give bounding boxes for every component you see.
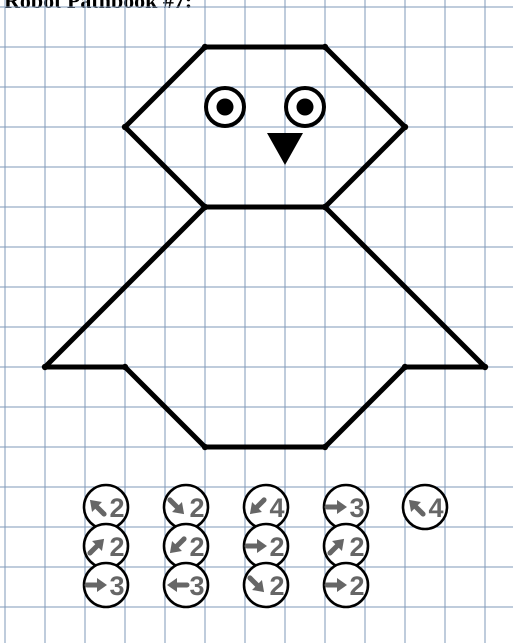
instruction-step: 4 [244, 485, 288, 529]
vertex-dot [202, 444, 208, 450]
step-count: 3 [349, 493, 364, 523]
step-count: 2 [269, 532, 284, 562]
step-count: 2 [189, 493, 204, 523]
step-count: 2 [109, 493, 124, 523]
step-count: 2 [109, 532, 124, 562]
instruction-step: 2 [244, 563, 288, 607]
vertex-dot [42, 364, 48, 370]
vertex-dot [202, 204, 208, 210]
step-count: 2 [269, 571, 284, 601]
step-count: 2 [189, 532, 204, 562]
eye-pupil [297, 99, 314, 116]
instruction-step: 3 [164, 563, 208, 607]
vertex-dot [322, 204, 328, 210]
instruction-step: 2 [324, 524, 368, 568]
instruction-step: 3 [84, 563, 128, 607]
instruction-step: 2 [164, 524, 208, 568]
step-count: 2 [349, 571, 364, 601]
vertex-dot [122, 124, 128, 130]
step-count: 4 [269, 493, 284, 523]
instruction-step: 2 [324, 563, 368, 607]
vertex-dot [322, 444, 328, 450]
vertex-dot [402, 364, 408, 370]
direction-instructions: 2 2 3 2 2 3 4 2 2 3 2 2 4 [84, 485, 447, 607]
step-count: 2 [349, 532, 364, 562]
vertex-dot [402, 124, 408, 130]
instruction-step: 2 [84, 524, 128, 568]
vertex-dot [322, 44, 328, 50]
instruction-step: 4 [403, 485, 447, 529]
step-count: 3 [109, 571, 124, 601]
vertex-dot [202, 44, 208, 50]
vertex-dot [482, 364, 488, 370]
instruction-step: 3 [324, 485, 368, 529]
step-count: 3 [189, 571, 204, 601]
owl-eyes [206, 88, 324, 126]
instruction-step: 2 [84, 485, 128, 529]
step-count: 4 [428, 493, 443, 523]
instruction-step: 2 [164, 485, 208, 529]
instruction-step: 2 [244, 524, 288, 568]
owl-beak [267, 133, 303, 165]
eye-pupil [217, 99, 234, 116]
vertex-dot [122, 364, 128, 370]
